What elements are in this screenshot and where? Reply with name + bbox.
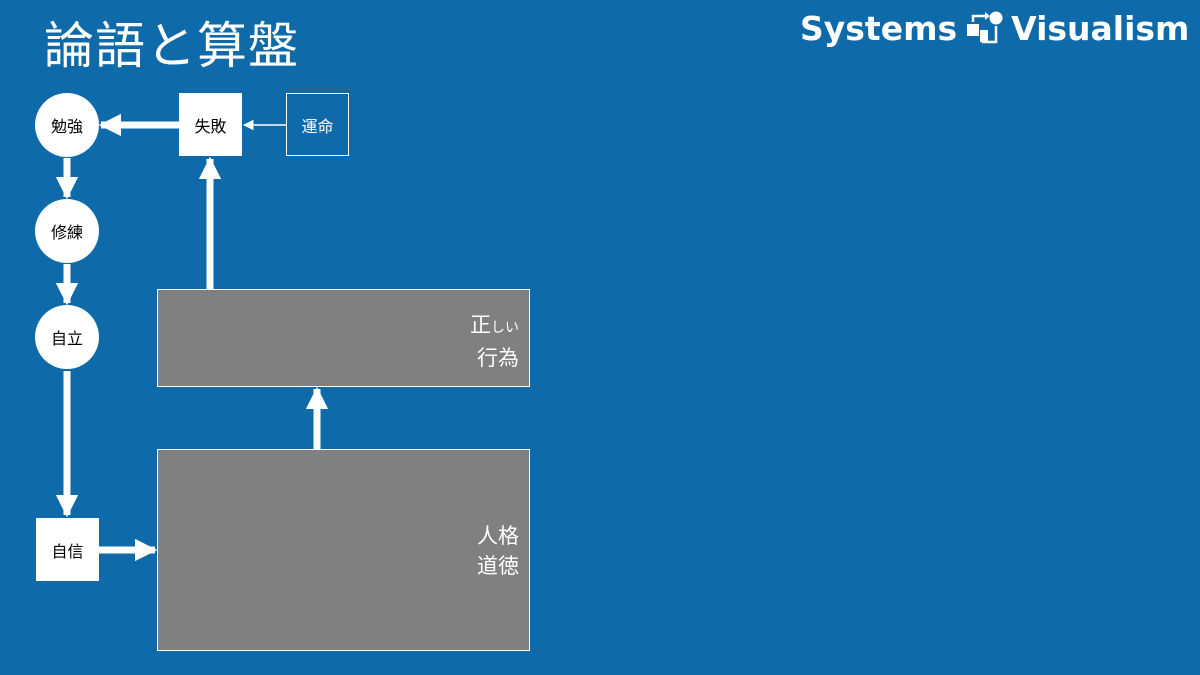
box-tadashii-koui-label: 正しい 行為 (470, 310, 519, 373)
node-shuren-label: 修練 (50, 223, 83, 242)
page-title: 論語と算盤 (44, 17, 299, 75)
brand-name-right: Visualism (1011, 8, 1190, 48)
node-shippai: 失敗 (179, 93, 242, 156)
node-shuren: 修練 (35, 199, 99, 263)
node-jiritsu: 自立 (35, 305, 99, 369)
box-jinkaku-dotoku-label: 人格 道徳 (477, 521, 519, 581)
node-shippai-label: 失敗 (194, 116, 227, 136)
box-jinkaku-dotoku: 人格 道徳 (157, 449, 530, 651)
label-koui: 行為 (477, 346, 519, 370)
label-jinkaku: 人格 (477, 524, 519, 548)
node-jiritsu-label: 自立 (50, 329, 83, 348)
flow-diagram-logo-icon (967, 11, 1003, 44)
box-tadashii-koui: 正しい 行為 (157, 289, 530, 387)
node-jishin: 自信 (36, 518, 99, 581)
label-tadashii-small: しい (491, 320, 519, 336)
node-benkyo: 勉強 (35, 93, 99, 157)
brand-name-left: Systems (800, 8, 958, 48)
node-benkyo-label: 勉強 (50, 117, 83, 136)
brand-logo: Systems Visualism (800, 8, 1189, 48)
label-dotoku: 道徳 (477, 554, 519, 578)
node-unmei: 運命 (286, 93, 349, 156)
node-jishin-label: 自信 (51, 541, 84, 561)
node-unmei-label: 運命 (301, 116, 334, 136)
label-tadashii-main: 正 (470, 313, 491, 337)
